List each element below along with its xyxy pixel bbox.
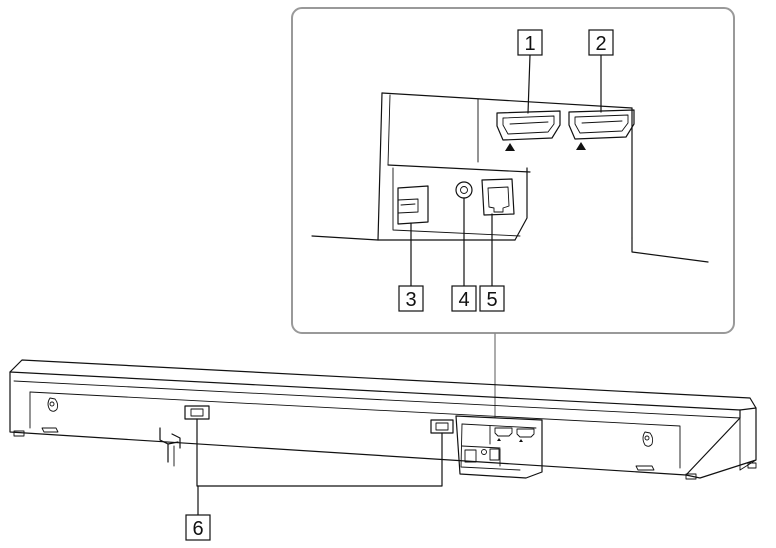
foot-right	[685, 473, 697, 480]
svg-text:5: 5	[486, 289, 497, 311]
svg-text:6: 6	[192, 518, 203, 540]
sensor-port-left	[184, 405, 210, 420]
callout-1: 1	[517, 29, 543, 56]
slot-left	[41, 427, 59, 433]
leader-1	[527, 54, 531, 114]
zoom-inset: 1 2 3 4 5	[291, 7, 735, 334]
zoom-inset-frame	[291, 7, 735, 334]
svg-text:4: 4	[458, 289, 469, 311]
hdmi-arrow-2	[576, 142, 586, 150]
leader-6	[196, 418, 443, 487]
optical-port	[481, 178, 515, 216]
hdmi-arrow-1	[505, 143, 515, 151]
hdmi-port-1	[496, 110, 561, 151]
inset-shelf-edge	[387, 164, 531, 173]
slot-right	[635, 465, 655, 471]
hdmi-port-2	[568, 109, 635, 150]
callout-5: 5	[479, 285, 505, 312]
sensor-port-right	[430, 419, 454, 434]
usb-port	[397, 185, 429, 225]
inset-lower-box	[514, 167, 528, 241]
connection-panel-detail	[455, 415, 543, 479]
wall-mount-hole-left	[47, 397, 59, 412]
soundbar-body	[9, 359, 757, 516]
callout-2: 2	[588, 29, 614, 56]
inset-floor-right	[631, 237, 709, 263]
wall-mount-hole-right	[642, 431, 654, 447]
inset-housing-left-edge	[377, 92, 383, 241]
inset-housing-inner-left	[387, 94, 391, 166]
inset-housing-back-top	[381, 92, 633, 109]
svg-text:2: 2	[595, 33, 606, 55]
callout-3: 3	[398, 285, 424, 312]
inset-lower-inner	[392, 167, 521, 237]
foot-left	[13, 430, 25, 437]
callout-4: 4	[451, 285, 477, 312]
foot-far-right	[747, 462, 757, 469]
svg-text:3: 3	[405, 289, 416, 311]
callout-6: 6	[185, 514, 211, 541]
cable-clamp	[159, 427, 181, 467]
svg-text:1: 1	[524, 33, 535, 55]
